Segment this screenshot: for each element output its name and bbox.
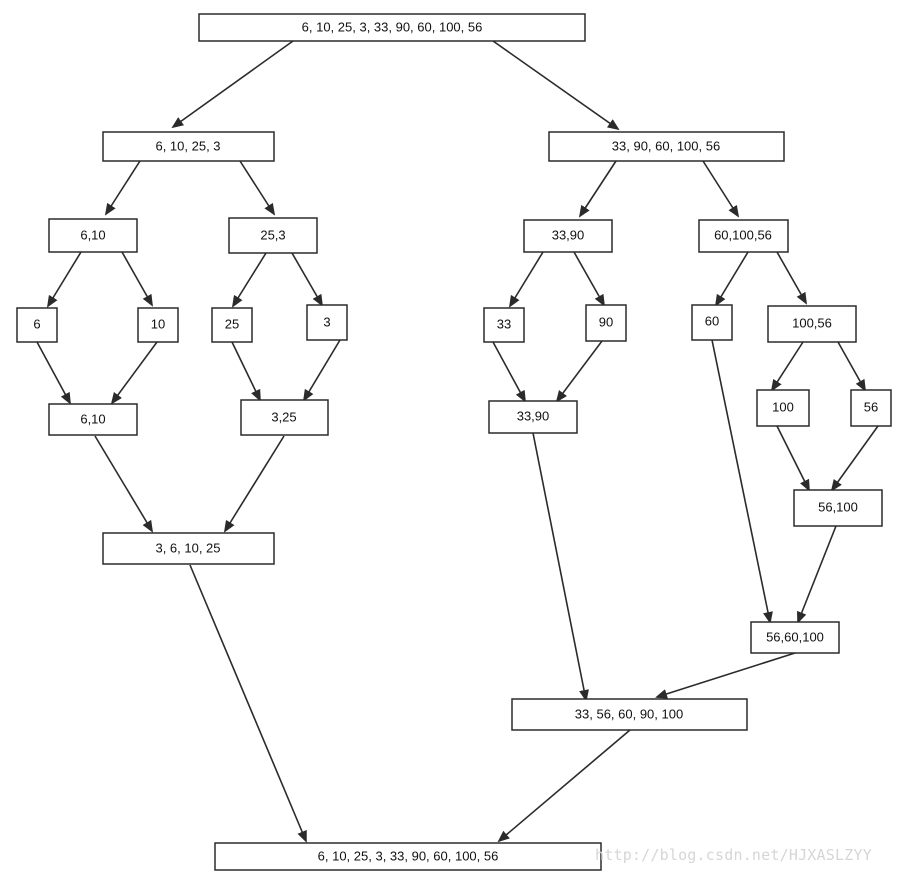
edge-arrow [223,435,285,533]
node-label: 33 [497,316,511,331]
node-leaf-6: 6 [16,307,58,343]
node-leaf-90: 90 [585,304,627,342]
node-leaf-100: 100 [756,389,810,427]
node-label: 6, 10, 25, 3, 33, 90, 60, 100, 56 [318,848,499,863]
node-merge-3-25: 3,25 [240,399,329,436]
node-label: 25 [225,316,239,331]
node-l2-b: 25,3 [228,217,318,254]
edge-arrow [711,339,773,624]
edge-arrow [36,341,71,405]
node-pair-100-56: 100,56 [767,305,857,343]
node-label: 33, 56, 60, 90, 100 [575,706,683,721]
watermark-text: http://blog.csdn.net/HJXASLZYY [595,846,872,864]
node-l2-a: 6,10 [48,218,138,253]
edge-arrow [231,341,261,402]
node-merge-56-100: 56,100 [793,489,883,527]
node-leaf-25: 25 [211,307,253,343]
edge-arrow [578,160,617,218]
node-merge-right: 33, 56, 60, 90, 100 [511,698,748,731]
edge-arrow [573,251,605,307]
edge-arrow [497,729,631,843]
node-merge-left: 3, 6, 10, 25 [102,532,275,565]
edge-arrow [770,341,804,392]
node-merge-6-10: 6,10 [48,403,138,436]
edge-arrow [714,251,749,307]
edge-arrow [702,160,740,218]
node-label: 25,3 [260,227,285,242]
node-leaf-33: 33 [483,307,525,343]
edges [36,40,879,843]
node-merge-56-60-100: 56,60,100 [750,621,840,654]
node-label: 100 [772,399,794,414]
node-label: 33,90 [517,408,550,423]
node-label: 60,100,56 [714,227,772,242]
edge-arrow [492,40,620,131]
edge-arrow [776,251,807,305]
edge-arrow [492,341,526,403]
edge-arrow [231,252,267,308]
node-label: 56,100 [818,499,858,514]
node-label: 33,90 [552,227,585,242]
node-label: 10 [151,316,165,331]
node-leaf-3: 3 [306,304,348,341]
node-leaf-10: 10 [137,307,179,343]
edge-arrow [121,251,153,307]
node-label: 6,10 [80,227,105,242]
edge-arrow [508,251,544,308]
node-merge-33-90: 33,90 [488,400,578,434]
node-leaf-56: 56 [850,389,892,427]
node-label: 56,60,100 [766,629,824,644]
node-l1-right: 33, 90, 60, 100, 56 [548,131,785,162]
edge-arrow [830,425,879,492]
node-l2-c: 33,90 [523,219,613,253]
node-label: 3 [323,314,330,329]
node-label: 60 [705,313,719,328]
node-root: 6, 10, 25, 3, 33, 90, 60, 100, 56 [198,13,586,42]
edge-arrow [189,564,307,843]
node-label: 3, 6, 10, 25 [155,540,220,555]
node-label: 6,10 [80,411,105,426]
edge-arrow [104,160,141,216]
edge-arrow [532,432,589,702]
node-label: 6, 10, 25, 3 [155,138,220,153]
node-label: 6, 10, 25, 3, 33, 90, 60, 100, 56 [302,19,483,34]
node-final: 6, 10, 25, 3, 33, 90, 60, 100, 56 [214,842,602,871]
edge-arrow [171,40,294,129]
edge-arrow [302,339,341,402]
node-label: 6 [33,316,40,331]
edge-arrow [776,425,810,492]
node-label: 3,25 [271,409,296,424]
node-l1-left: 6, 10, 25, 3 [102,131,275,162]
node-label: 56 [864,399,878,414]
edge-arrow [555,340,603,403]
edge-arrow [797,525,837,624]
edge-arrow [46,251,82,308]
nodes: 6, 10, 25, 3, 33, 90, 60, 100, 56 6, 10,… [16,13,892,871]
node-label: 90 [599,314,613,329]
node-l2-d: 60,100,56 [698,219,789,253]
edge-arrow [837,341,866,392]
node-label: 100,56 [792,315,832,330]
edge-arrow [94,435,154,533]
edge-arrow [239,160,276,216]
node-label: 33, 90, 60, 100, 56 [612,138,720,153]
edge-arrow [291,252,323,307]
edge-arrow [655,652,796,699]
node-leaf-60: 60 [691,304,733,341]
edge-arrow [110,341,158,405]
